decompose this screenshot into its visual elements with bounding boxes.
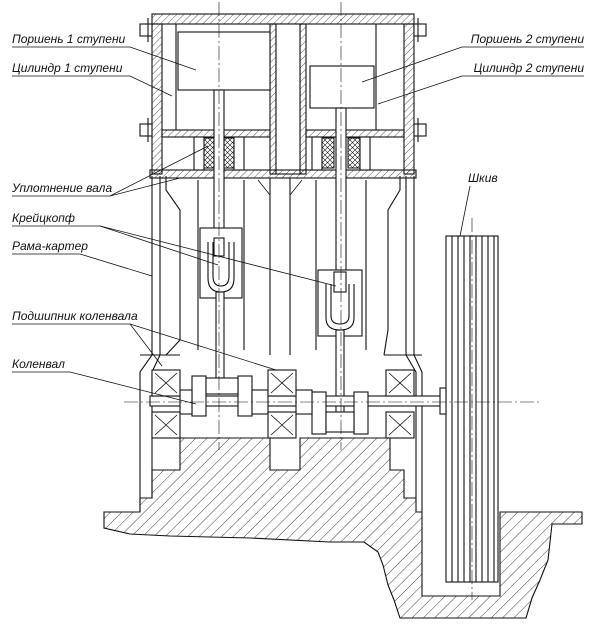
shaft-seals [193,136,371,171]
cylinder-block [139,13,427,179]
piston-1 [177,31,271,91]
pulley [439,235,499,583]
bearing-center [267,369,297,439]
label-cylinder-1: Цилиндр 1 ступени [12,61,123,75]
label-pulley: Шкив [468,171,498,185]
crosshead-2 [317,269,363,337]
piston-2 [309,65,375,109]
axis-lines [124,2,540,600]
label-frame: Рама-картер [12,239,88,253]
bearing-right [385,369,415,439]
bearing-left [151,369,181,439]
label-crankshaft: Коленвал [12,357,65,371]
crosshead-guides [197,180,367,350]
leader-lines [12,46,584,405]
label-cylinder-2: Цилиндр 2 ступени [474,61,585,75]
label-shaft-seal: Уплотнение вала [11,181,112,195]
label-piston-1: Поршень 1 ступени [12,32,126,46]
crosshead-1 [199,227,243,299]
bearings [151,369,415,439]
label-bearing: Подшипник коленвала [12,309,138,323]
label-piston-2: Поршень 2 ступени [471,32,585,46]
foundation [103,437,583,619]
label-crosshead: Крейцкопф [12,211,75,225]
